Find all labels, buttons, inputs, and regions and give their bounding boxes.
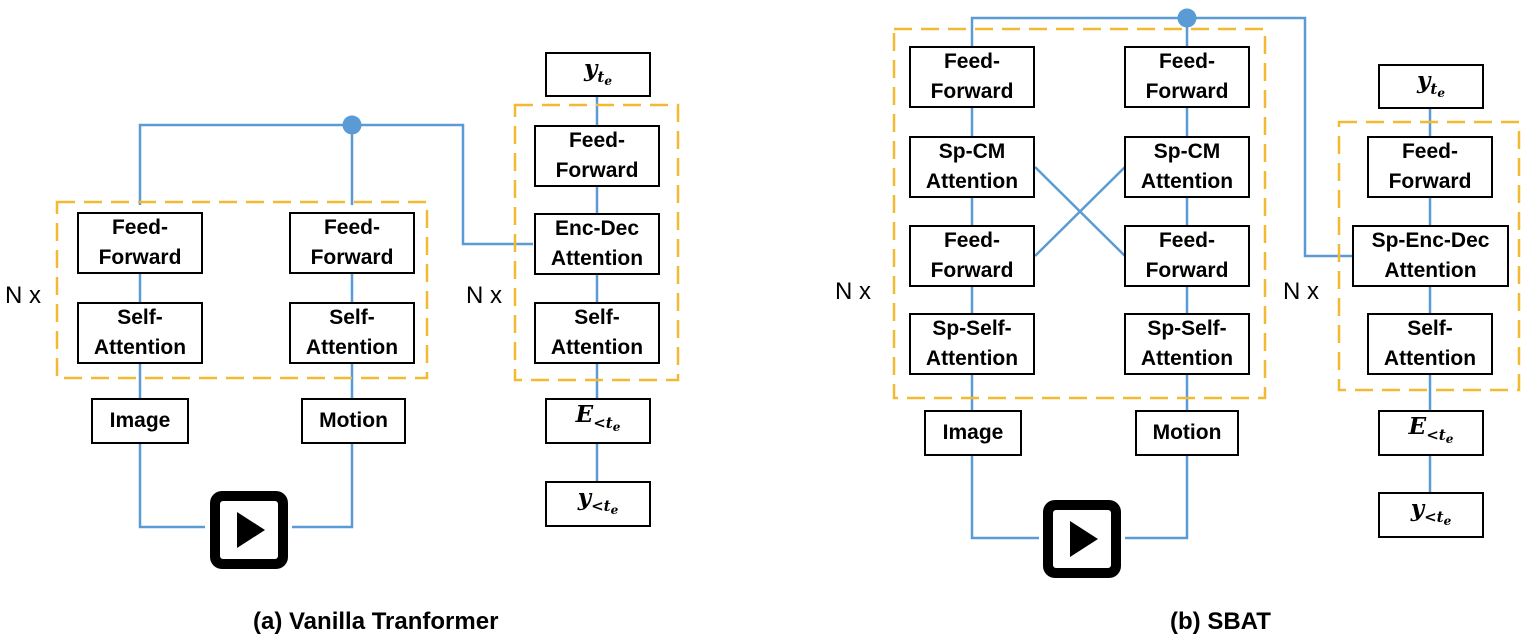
block-label-line: Attention: [925, 347, 1019, 370]
block-label-line: Forward: [1145, 259, 1229, 282]
a-merge-line: [138, 123, 533, 246]
video-play-icon: [210, 491, 288, 569]
block-label-line: Feed-: [943, 50, 1000, 73]
b-embedding-block: E<te: [1378, 410, 1484, 456]
a-enc-dec-attention-block: Enc-Dec Attention: [534, 213, 660, 275]
block-label-line: Attention: [1140, 170, 1234, 193]
b-right-feed-forward-top-block: Feed- Forward: [1124, 46, 1250, 108]
math-label: y<te: [577, 484, 619, 517]
a-image-video-line: [138, 442, 205, 529]
math-label: yte: [584, 54, 612, 88]
b-encoder-repeat-label: N x: [835, 278, 871, 305]
b-merge-line: [970, 16, 1352, 258]
b-caption: (b) SBAT: [1170, 608, 1271, 635]
block-label-line: Sp-Enc-Dec: [1371, 229, 1490, 252]
block-label-line: Sp-CM: [938, 140, 1006, 163]
block-label-line: Self-: [1407, 317, 1453, 340]
a-caption: (a) Vanilla Tranformer: [253, 608, 499, 635]
b-left-self-attention-block: Sp-Self- Attention: [909, 313, 1035, 375]
block-label-line: Forward: [930, 80, 1014, 103]
block-label-line: Attention: [1140, 347, 1234, 370]
a-right-feed-forward-block: Feed- Forward: [289, 212, 415, 274]
video-play-icon: [1043, 500, 1121, 578]
b-left-cm-attention-block: Sp-CM Attention: [909, 136, 1035, 198]
block-label-line: Image: [942, 421, 1004, 444]
a-motion-video-line: [292, 442, 354, 529]
a-decoder-feed-forward-block: Feed- Forward: [534, 125, 660, 187]
b-decoder-feed-forward-block: Feed- Forward: [1367, 136, 1493, 198]
b-left-feed-forward-top-block: Feed- Forward: [909, 46, 1035, 108]
a-right-self-attention-block: Self- Attention: [289, 302, 415, 364]
repeat-frames: [55, 27, 1521, 400]
block-label-line: Attention: [550, 247, 644, 270]
math-label: y<te: [1410, 495, 1452, 528]
a-merge-dot: [342, 115, 362, 135]
b-right-feed-forward-mid-block: Feed- Forward: [1124, 225, 1250, 287]
block-label-line: Attention: [93, 336, 187, 359]
b-decoder-self-attention-block: Self- Attention: [1367, 313, 1493, 375]
a-input-block: y<te: [545, 481, 651, 527]
block-label-line: Forward: [930, 259, 1014, 282]
block-label-line: Attention: [1383, 347, 1477, 370]
block-label-line: Attention: [1384, 259, 1477, 282]
math-label: yte: [1417, 66, 1445, 100]
block-label-line: Motion: [319, 409, 388, 432]
a-image-input-block: Image: [91, 398, 189, 444]
block-label-line: Self-: [117, 306, 163, 329]
block-label-line: Feed-: [943, 229, 1000, 252]
block-label-line: Forward: [555, 159, 639, 182]
math-label: E<te: [1408, 413, 1454, 446]
a-decoder-frame: [513, 103, 680, 382]
b-motion-input-block: Motion: [1135, 410, 1239, 456]
b-right-self-attention-block: Sp-Self- Attention: [1124, 313, 1250, 375]
b-image-input-block: Image: [924, 410, 1022, 456]
block-label-line: Feed-: [1158, 229, 1215, 252]
a-encoder-repeat-label: N x: [5, 282, 41, 309]
b-output-block: yte: [1378, 64, 1484, 109]
block-label-line: Sp-Self-: [932, 317, 1012, 340]
block-label-line: Motion: [1152, 421, 1222, 444]
a-left-feed-forward-block: Feed- Forward: [77, 212, 203, 274]
block-label-line: Feed-: [568, 129, 625, 152]
b-decoder-frame: [1337, 120, 1521, 392]
block-label-line: Self-: [329, 306, 375, 329]
b-left-feed-forward-mid-block: Feed- Forward: [909, 225, 1035, 287]
a-left-self-attention-block: Self- Attention: [77, 302, 203, 364]
block-label-line: Feed-: [1158, 50, 1215, 73]
b-sp-enc-dec-attention-block: Sp-Enc-Dec Attention: [1352, 225, 1509, 287]
b-image-video-line: [970, 455, 1039, 540]
block-label-line: Forward: [98, 246, 182, 269]
block-label-line: Feed-: [111, 216, 168, 239]
block-label-line: Sp-CM: [1153, 140, 1221, 163]
b-input-block: y<te: [1378, 492, 1484, 538]
block-label-line: Sp-Self-: [1147, 317, 1227, 340]
b-right-cm-attention-block: Sp-CM Attention: [1124, 136, 1250, 198]
block-label-line: Attention: [550, 336, 644, 359]
a-decoder-self-attention-block: Self- Attention: [534, 302, 660, 364]
b-merge-dot: [1177, 8, 1197, 28]
block-label-line: Self-: [574, 306, 620, 329]
b-encoder-frame: [892, 27, 1267, 400]
b-decoder-repeat-label: N x: [1283, 278, 1319, 305]
a-embedding-block: E<te: [545, 398, 651, 444]
block-label-line: Feed-: [1401, 140, 1458, 163]
a-motion-input-block: Motion: [301, 398, 406, 444]
a-output-block: yte: [545, 52, 651, 97]
block-label-line: Attention: [925, 170, 1019, 193]
block-label-line: Feed-: [323, 216, 380, 239]
b-motion-video-line: [1125, 455, 1189, 540]
a-encoder-frame: [55, 200, 429, 380]
block-label-line: Forward: [1388, 170, 1472, 193]
block-label-line: Attention: [305, 336, 399, 359]
math-label: E<te: [575, 401, 621, 434]
block-label-line: Forward: [310, 246, 394, 269]
block-label-line: Image: [109, 409, 171, 432]
block-label-line: Enc-Dec: [554, 217, 640, 240]
a-decoder-repeat-label: N x: [466, 282, 502, 309]
b-cross-line-2: [1034, 166, 1126, 257]
block-label-line: Forward: [1145, 80, 1229, 103]
connector-lines: [138, 16, 1432, 540]
